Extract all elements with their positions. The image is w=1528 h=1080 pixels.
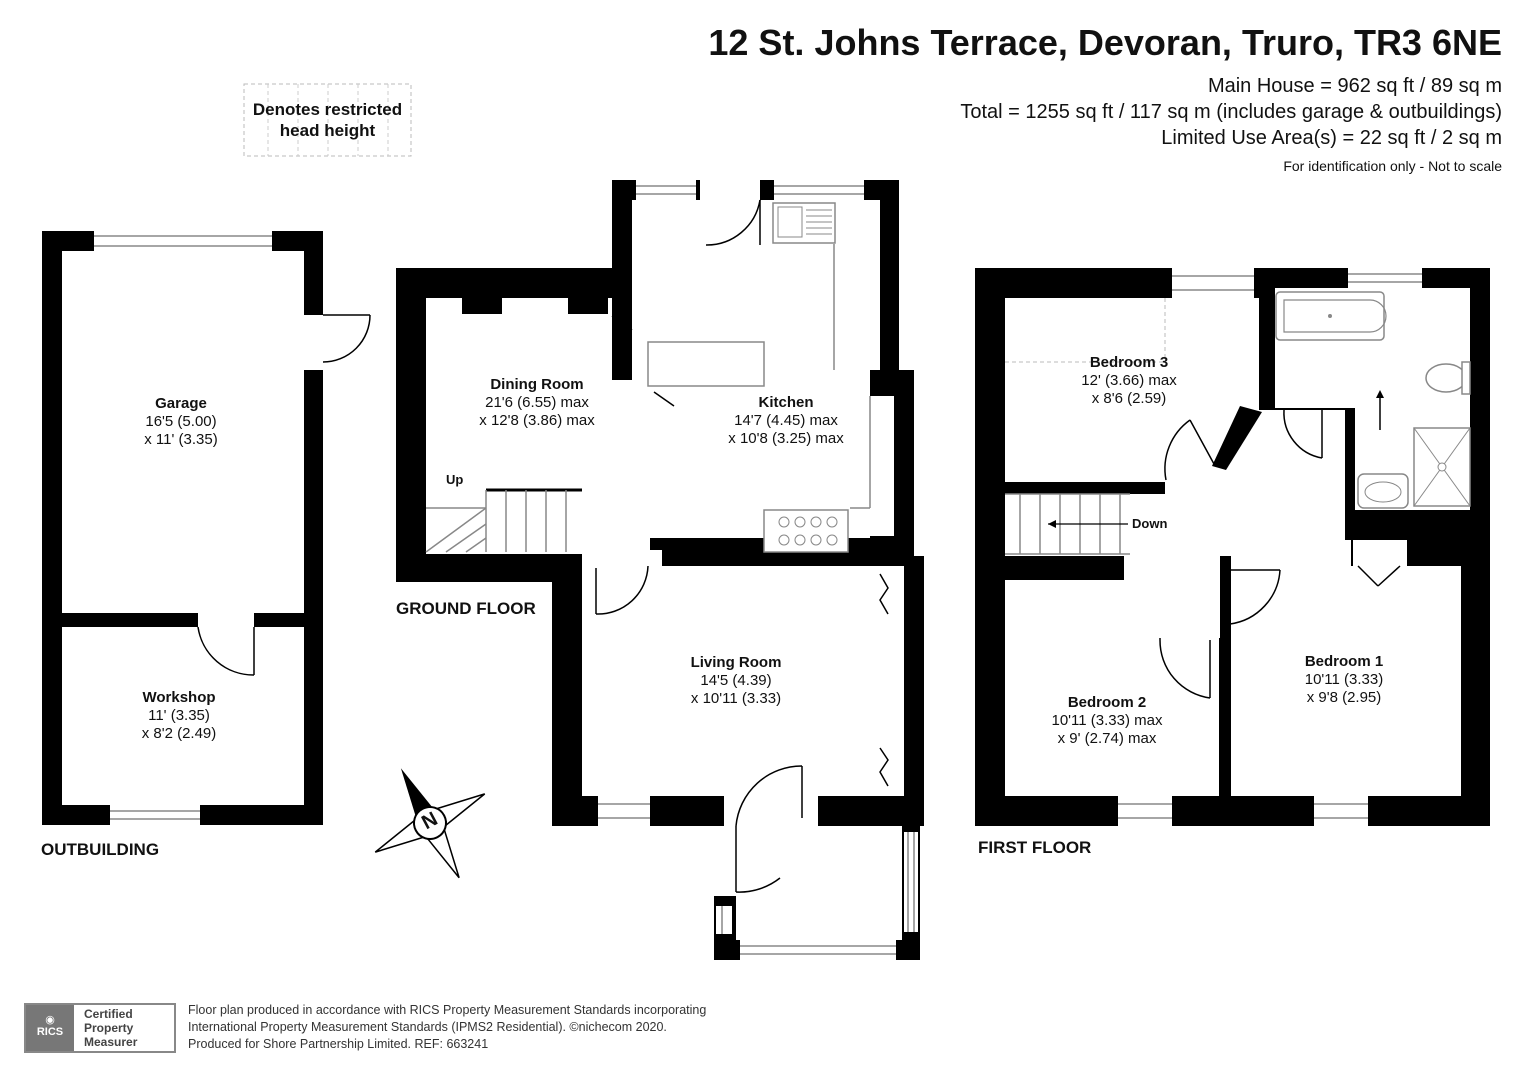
room-name: Living Room (690, 654, 782, 671)
rics-logo-icon: ◉ (45, 1014, 55, 1026)
room-dim: 10'11 (3.33) max (1051, 712, 1163, 729)
total-area: Total = 1255 sq ft / 117 sq m (includes … (960, 101, 1502, 123)
room-dim: x 8'6 (2.59) (1091, 390, 1167, 407)
room-bedroom-3: Bedroom 3 12' (3.66) max x 8'6 (2.59) (1049, 354, 1209, 408)
room-dim: 14'5 (4.39) (700, 672, 772, 689)
room-dim: x 9' (2.74) max (1057, 730, 1157, 747)
main-house-area: Main House = 962 sq ft / 89 sq m (1207, 75, 1502, 97)
restricted-head-height-legend-swatch (243, 83, 412, 157)
outbuilding-plan (42, 231, 371, 825)
footer-line: International Property Measurement Stand… (188, 1020, 667, 1034)
footer-line: Floor plan produced in accordance with R… (188, 1003, 707, 1017)
legend-line-1: Denotes restricted (252, 100, 403, 119)
compass-rose (374, 768, 486, 879)
stairs-down-label: Down (1132, 516, 1168, 531)
room-dim: 16'5 (5.00) (145, 413, 217, 430)
room-workshop: Workshop 11' (3.35) x 8'2 (2.49) (109, 689, 249, 743)
room-dim: 11' (3.35) (148, 707, 210, 724)
ground-floor-plan (396, 180, 924, 960)
room-dim: 21'6 (6.55) max (485, 394, 589, 411)
room-dim: x 12'8 (3.86) max (479, 412, 595, 429)
room-dim: 12' (3.66) max (1081, 372, 1177, 389)
room-living: Living Room 14'5 (4.39) x 10'11 (3.33) (656, 654, 816, 708)
rics-logo-text: RICS (36, 1026, 64, 1038)
room-bedroom-1: Bedroom 1 10'11 (3.33) x 9'8 (2.95) (1264, 653, 1424, 707)
room-name: Bedroom 3 (1089, 354, 1169, 371)
first-floor-label: FIRST FLOOR (978, 838, 1092, 857)
room-dim: 10'11 (3.33) (1304, 671, 1384, 688)
outbuilding-label: OUTBUILDING (41, 840, 160, 859)
room-dim: x 10'8 (3.25) max (728, 430, 844, 447)
badge-line: Property (84, 1021, 134, 1035)
room-name: Garage (155, 395, 207, 412)
legend-line-2: head height (279, 121, 376, 140)
badge-line: Measurer (84, 1035, 138, 1049)
rics-logo: ◉ RICS (26, 1005, 74, 1051)
room-dim: 14'7 (4.45) max (734, 412, 838, 429)
ground-floor-label: GROUND FLOOR (396, 599, 536, 618)
property-address: 12 St. Johns Terrace, Devoran, Truro, TR… (708, 22, 1502, 63)
room-dim: x 8'2 (2.49) (141, 725, 217, 742)
badge-text: Certified Property Measurer (84, 1007, 137, 1049)
stairs-up-label: Up (446, 472, 464, 487)
room-garage: Garage 16'5 (5.00) x 11' (3.35) (111, 395, 251, 449)
room-dim: x 11' (3.35) (144, 431, 218, 448)
footer-line: Produced for Shore Partnership Limited. … (188, 1037, 489, 1051)
room-kitchen: Kitchen 14'7 (4.45) max x 10'8 (3.25) ma… (706, 394, 866, 448)
footer-notes: Floor plan produced in accordance with R… (188, 1002, 706, 1053)
restricted-height-legend: Denotes restricted head height (244, 99, 411, 141)
room-bedroom-2: Bedroom 2 10'11 (3.33) max x 9' (2.74) m… (1027, 694, 1187, 748)
limited-use-area: Limited Use Area(s) = 22 sq ft / 2 sq m (1161, 127, 1502, 149)
room-dining: Dining Room 21'6 (6.55) max x 12'8 (3.86… (457, 376, 617, 430)
badge-line: Certified (84, 1007, 133, 1021)
scale-disclaimer: For identification only - Not to scale (1283, 158, 1502, 174)
room-name: Workshop (142, 689, 216, 706)
room-name: Dining Room (490, 376, 584, 393)
room-dim: x 9'8 (2.95) (1306, 689, 1382, 706)
room-dim: x 10'11 (3.33) (690, 690, 782, 707)
room-name: Bedroom 2 (1067, 694, 1147, 711)
first-floor-plan (975, 268, 1490, 826)
room-name: Bedroom 1 (1304, 653, 1384, 670)
rics-certified-badge: ◉ RICS Certified Property Measurer (24, 1003, 176, 1053)
room-name: Kitchen (758, 394, 814, 411)
